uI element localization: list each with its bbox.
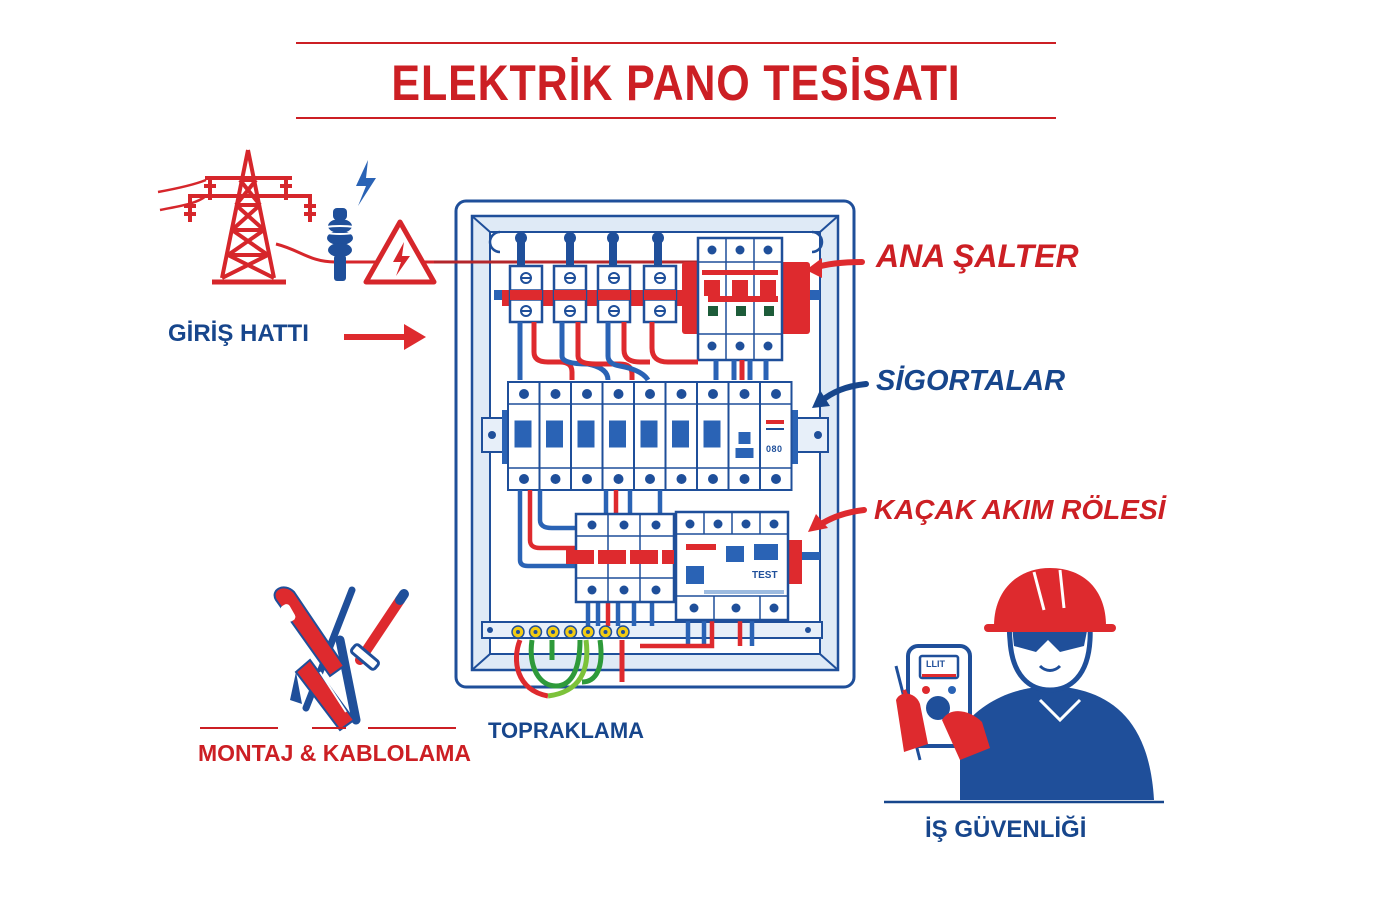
arrow-main-switch-head (806, 258, 822, 278)
bottom-breaker-group (566, 512, 676, 604)
ground-terminal (563, 625, 578, 639)
fuse-module (759, 381, 793, 491)
isolator-block (546, 264, 602, 324)
power-tower-icon (157, 149, 480, 285)
label-main-switch: ANA ŞALTER (876, 238, 1079, 274)
fuse-module (570, 381, 604, 491)
ground-terminal (546, 625, 560, 639)
fuse-module (633, 381, 667, 491)
arrow-fuses-head (812, 390, 830, 408)
title-top-rule (296, 42, 1056, 44)
fuse-module (664, 381, 698, 491)
ground-terminal (581, 625, 595, 639)
title-bottom-rule (296, 117, 1056, 119)
safety-worker-icon (894, 568, 1154, 800)
arrow-input-line-head (404, 324, 426, 350)
fuse-indicator-text: 0 8 0 (766, 444, 782, 454)
label-input-line: GİRİŞ HATTI (168, 320, 309, 347)
wiring-middle (517, 490, 755, 649)
ground-terminal (511, 625, 525, 639)
fuse-module (507, 381, 541, 491)
lightning-bolt-icon (356, 160, 376, 206)
isolator-block (502, 264, 558, 324)
page-title: ELEKTRİK PANO TESİSATI (391, 55, 961, 111)
grounding-terminals (511, 625, 630, 639)
arrow-rcd-head (808, 514, 828, 532)
isolator-block (590, 264, 646, 324)
multimeter-display: LLIT (926, 659, 945, 669)
ground-terminal (616, 625, 630, 639)
grounding-bar (513, 639, 625, 699)
insulator-icon (319, 208, 361, 281)
label-grounding: TOPRAKLAMA (488, 718, 645, 743)
fuse-module (727, 381, 761, 491)
ground-terminal (598, 625, 613, 639)
high-voltage-warning-icon (363, 219, 437, 285)
fuse-module (696, 381, 730, 491)
fuse-module (601, 381, 635, 491)
isolator-blocks (502, 264, 692, 324)
rcd-test-button: TEST (752, 570, 778, 581)
label-assembly: MONTAJ & KABLOLAMA (198, 740, 471, 766)
incoming-terminals (515, 232, 664, 268)
ground-terminal (528, 625, 543, 639)
rcd-relay (674, 510, 820, 622)
label-safety: İŞ GÜVENLİĞİ (925, 816, 1087, 843)
fuse-module (538, 381, 572, 491)
fuses-row (502, 381, 798, 491)
wiring-top (517, 322, 769, 382)
tools-icon (273, 586, 409, 732)
isolator-block (636, 264, 692, 324)
label-rcd: KAÇAK AKIM RÖLESİ (874, 494, 1166, 525)
main-switch (682, 236, 810, 362)
label-fuses: SİGORTALAR (876, 365, 1066, 397)
